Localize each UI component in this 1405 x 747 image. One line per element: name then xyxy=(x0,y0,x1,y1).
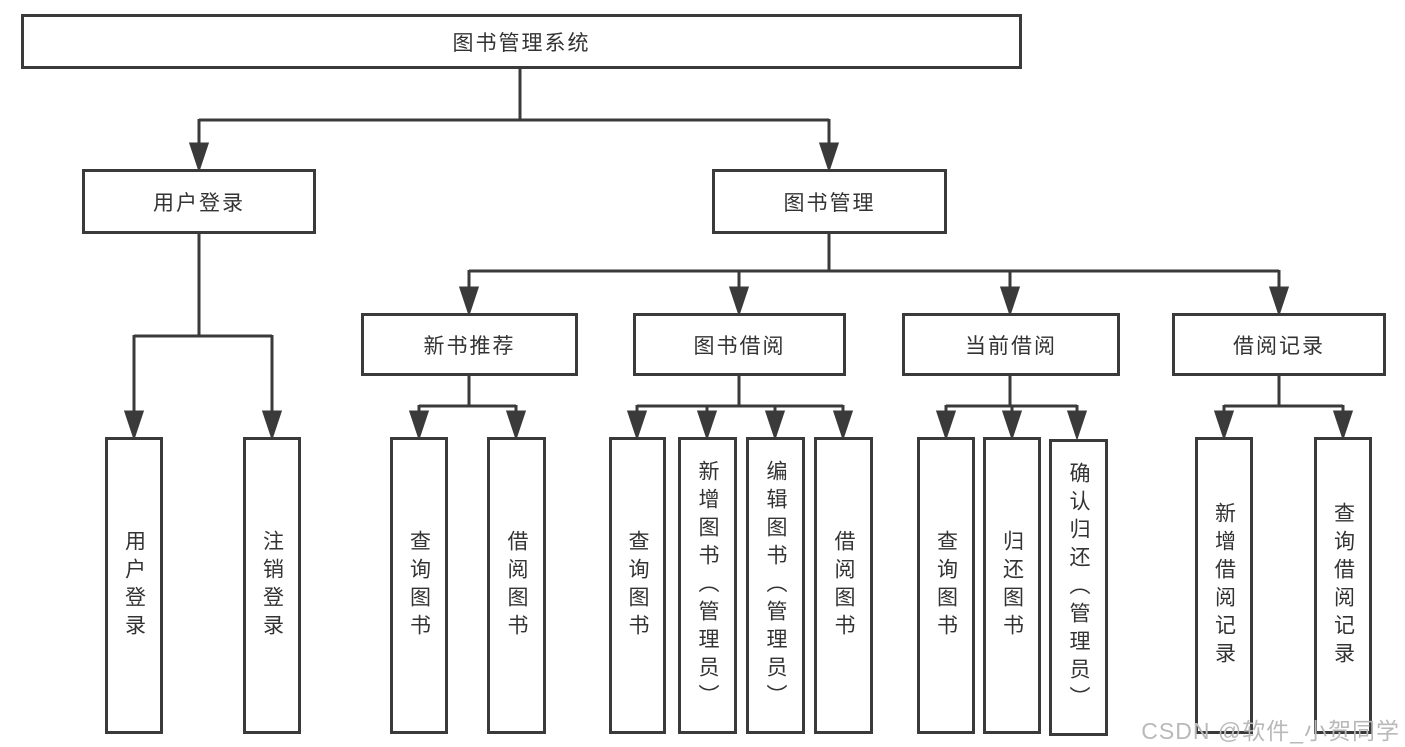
leaf-edit-books-admin: 编辑图书（管理员） xyxy=(746,437,805,734)
csdn-watermark: CSDN @软件_小贺同学 xyxy=(1141,718,1400,744)
root-node-library-system: 图书管理系统 xyxy=(21,14,1022,69)
leaf-borrow-books-recommend: 借阅图书 xyxy=(487,437,546,734)
node-new-book-recommend: 新书推荐 xyxy=(361,313,578,376)
leaf-user-login: 用户登录 xyxy=(105,437,163,734)
leaf-borrow-books: 借阅图书 xyxy=(814,437,873,734)
node-borrow-record: 借阅记录 xyxy=(1172,313,1386,376)
leaf-query-books-current: 查询图书 xyxy=(917,437,975,734)
leaf-query-books-recommend: 查询图书 xyxy=(390,437,448,734)
node-book-borrow: 图书借阅 xyxy=(633,313,846,376)
node-current-borrow: 当前借阅 xyxy=(902,313,1120,376)
node-user-login: 用户登录 xyxy=(82,169,316,234)
node-book-management: 图书管理 xyxy=(712,169,947,234)
leaf-query-borrow-record: 查询借阅记录 xyxy=(1314,437,1372,734)
leaf-logout: 注销登录 xyxy=(243,437,301,734)
leaf-confirm-return-admin: 确认归还（管理员） xyxy=(1049,439,1108,736)
leaf-add-books-admin: 新增图书（管理员） xyxy=(678,437,737,734)
leaf-query-books-borrow: 查询图书 xyxy=(609,437,666,734)
leaf-add-borrow-record: 新增借阅记录 xyxy=(1195,437,1253,734)
leaf-return-books: 归还图书 xyxy=(983,437,1041,734)
